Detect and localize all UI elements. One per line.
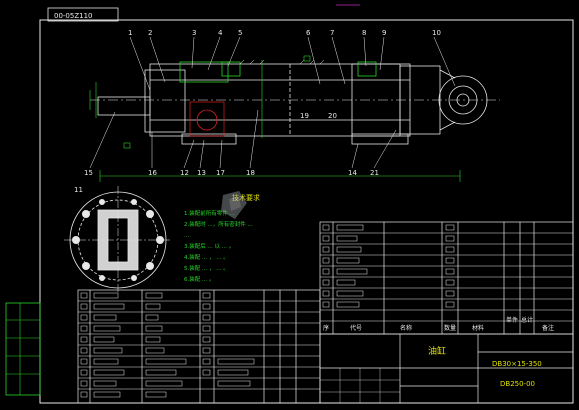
tech-req-lines: 1.装配前所有零件 ... 2.装配时 ...，所有密封件 ... ... 3.… [184, 209, 253, 283]
left-margin-lines [6, 303, 40, 395]
drawing-number-bottom: DB250-00 [500, 380, 535, 388]
drawing-number-top: DB30×15-350 [492, 360, 542, 368]
left-margin-strip [5, 302, 41, 396]
callout-3: 3 [192, 29, 196, 37]
callout-19: 19 [300, 112, 309, 120]
callout-4: 4 [218, 29, 223, 37]
tech-req-line: 6.装配 ... 。 [184, 275, 215, 283]
barrel-hatch [239, 59, 325, 65]
callout-leaders-top [129, 36, 456, 91]
tech-req-title: 技术要求 [232, 193, 260, 202]
callout-15: 15 [84, 169, 93, 177]
front-cover [144, 69, 186, 133]
callout-leaders-bottom [89, 109, 397, 169]
bearing-detail [196, 109, 218, 131]
seal-block-left [221, 61, 241, 77]
hdr-code: 代号 [350, 324, 362, 332]
dim-box-left [123, 142, 131, 149]
callout-9: 9 [382, 29, 386, 37]
parts-list-left-marks [80, 292, 255, 398]
callout-1: 1 [128, 29, 132, 37]
parts-list-left [77, 289, 321, 404]
callout-8: 8 [362, 29, 366, 37]
tech-req-line: 4.装配 ... ， ... 。 [184, 253, 229, 261]
port-left [181, 133, 237, 145]
top-stamp-box [47, 7, 119, 22]
flange-section-view [64, 186, 172, 294]
hdr-qty: 数量 [444, 324, 456, 332]
hdr-total: 总计 [521, 316, 533, 324]
cylinder-main-view [90, 61, 500, 145]
port-right [351, 133, 409, 145]
gland-flange [179, 61, 229, 83]
tech-req-line: 1.装配前所有零件 ... [184, 209, 235, 217]
parts-list-left-rows [78, 300, 320, 390]
callout-13: 13 [197, 169, 206, 177]
part-name: 油缸 [428, 345, 446, 357]
tech-req-line: ... [184, 233, 189, 239]
top-stamp-text: 00-05Z110 [54, 12, 93, 20]
callout-11: 11 [74, 186, 83, 194]
title-block-headers: 序 代号 名称 数量 材料 单件 总计 备注 [323, 316, 554, 332]
callout-18: 18 [246, 169, 255, 177]
callouts-top: 1 2 3 4 5 6 7 8 9 10 [128, 29, 441, 37]
hdr-seq: 序 [323, 324, 329, 332]
title-block-grid [320, 368, 400, 403]
tech-req-line: 3.装配后 ... 以 ... 。 [184, 242, 234, 250]
dimension-lines [89, 60, 461, 182]
callout-7: 7 [330, 29, 334, 37]
callout-21: 21 [370, 169, 379, 177]
callout-12: 12 [180, 169, 189, 177]
dim-box-right [303, 55, 311, 62]
callout-6: 6 [306, 29, 311, 37]
callout-2: 2 [148, 29, 152, 37]
callout-17: 17 [216, 169, 225, 177]
title-block [319, 333, 574, 404]
parts-list-right-rows [320, 232, 573, 322]
callout-20: 20 [328, 112, 337, 120]
parts-list-right-marks [322, 224, 455, 308]
piston-rod-end [97, 96, 151, 116]
seal-block-right [357, 61, 377, 77]
hdr-material: 材料 [472, 324, 484, 332]
hdr-unit: 单件 [506, 316, 518, 324]
callout-14: 14 [348, 169, 357, 177]
callouts-bottom: 15 16 12 13 17 18 19 20 14 21 [84, 112, 379, 177]
callout-5: 5 [238, 29, 242, 37]
hdr-name: 名称 [400, 324, 412, 332]
tech-req-line: 2.装配时 ...，所有密封件 ... [184, 220, 253, 228]
flange-bolt-holes [72, 199, 164, 281]
cross-hatch-front [189, 101, 225, 137]
callout-10: 10 [432, 29, 441, 37]
tech-req-line: 5.装配 ... ， ... 。 [184, 264, 229, 272]
callout-16: 16 [148, 169, 157, 177]
parts-list-right [319, 221, 574, 335]
hdr-remark: 备注 [542, 324, 554, 332]
